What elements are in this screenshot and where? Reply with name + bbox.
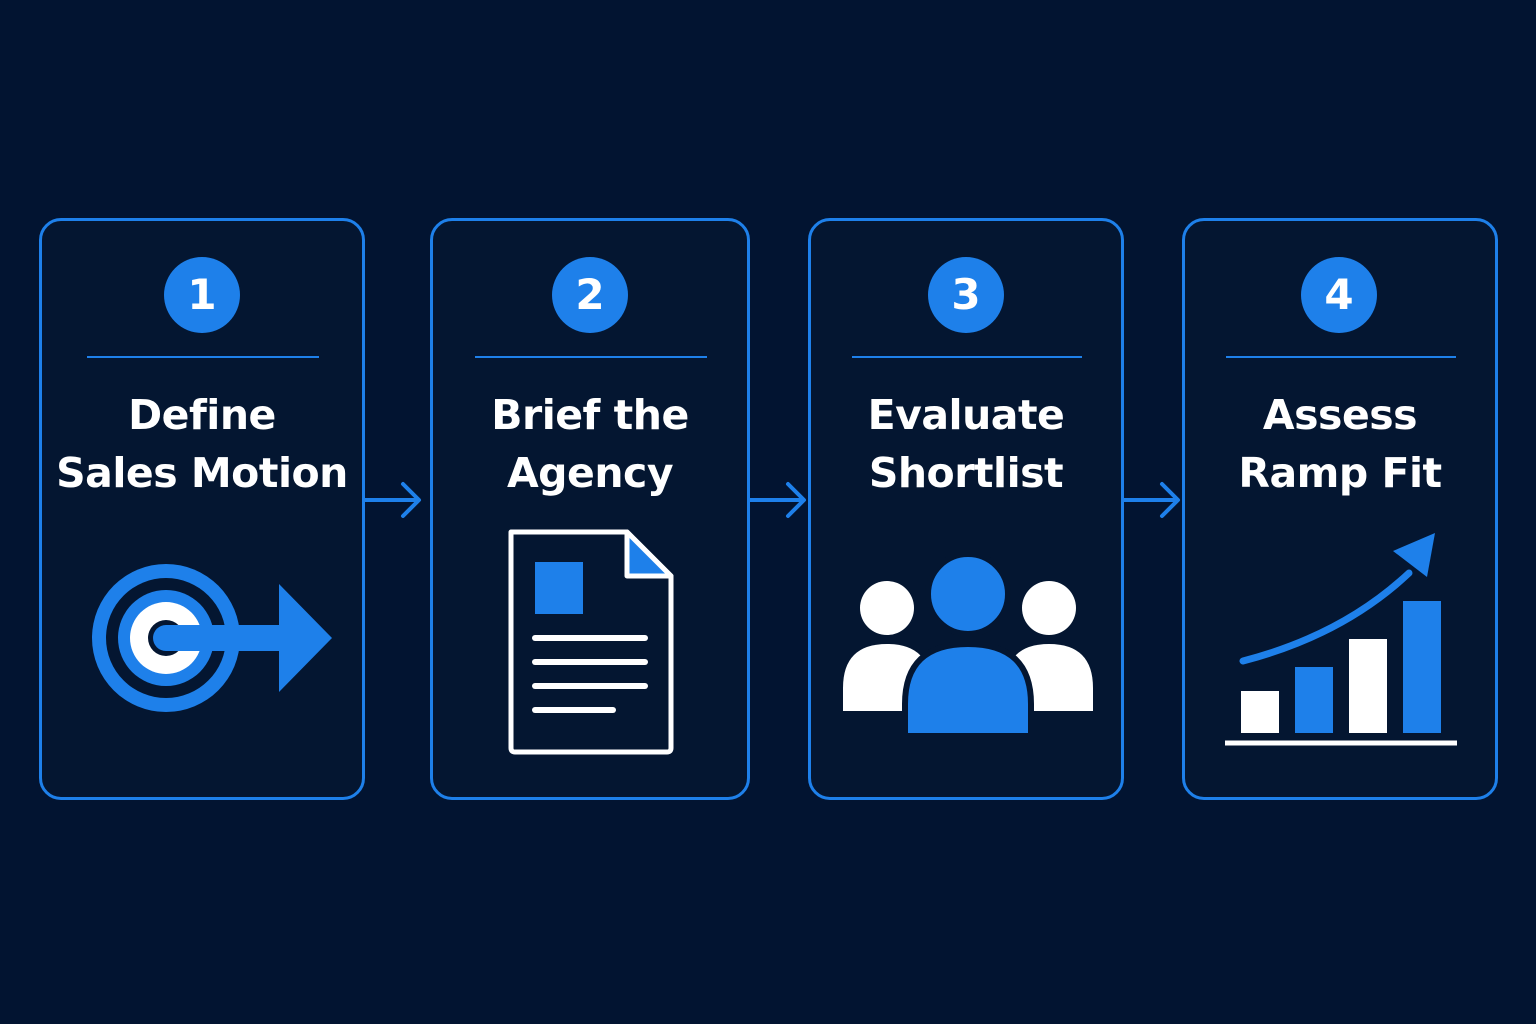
step-title: Define Sales Motion: [42, 386, 362, 502]
step-number-badge: 4: [1301, 257, 1377, 333]
step-card-4: 4 Assess Ramp Fit: [1182, 218, 1498, 800]
step-divider: [87, 356, 319, 358]
step-title-line: Sales Motion: [56, 449, 348, 497]
step-card-2: 2 Brief the Agency: [430, 218, 750, 800]
step-title-line: Ramp Fit: [1238, 449, 1442, 497]
step-number-badge: 2: [552, 257, 628, 333]
step-title-line: Agency: [506, 449, 674, 497]
arrow-right-icon: [1122, 482, 1180, 518]
arrow-right-icon: [748, 482, 806, 518]
step-title: Assess Ramp Fit: [1185, 386, 1495, 502]
growth-chart-icon: [1225, 533, 1457, 746]
step-card-1: 1 Define Sales Motion: [39, 218, 365, 800]
step-title: Evaluate Shortlist: [811, 386, 1121, 502]
step-number-badge: 1: [164, 257, 240, 333]
step-title-line: Brief the: [491, 391, 689, 439]
step-card-3: 3 Evaluate Shortlist: [808, 218, 1124, 800]
step-title-line: Assess: [1262, 391, 1418, 439]
target-arrow-icon: [92, 564, 332, 712]
step-title-line: Shortlist: [868, 449, 1064, 497]
document-icon: [508, 529, 674, 755]
step-title: Brief the Agency: [433, 386, 747, 502]
step-title-line: Evaluate: [867, 391, 1065, 439]
step-title-line: Define: [128, 391, 276, 439]
step-divider: [852, 356, 1082, 358]
step-divider: [1226, 356, 1456, 358]
step-number-badge: 3: [928, 257, 1004, 333]
arrow-right-icon: [363, 482, 421, 518]
step-divider: [475, 356, 707, 358]
people-group-icon: [843, 556, 1093, 739]
